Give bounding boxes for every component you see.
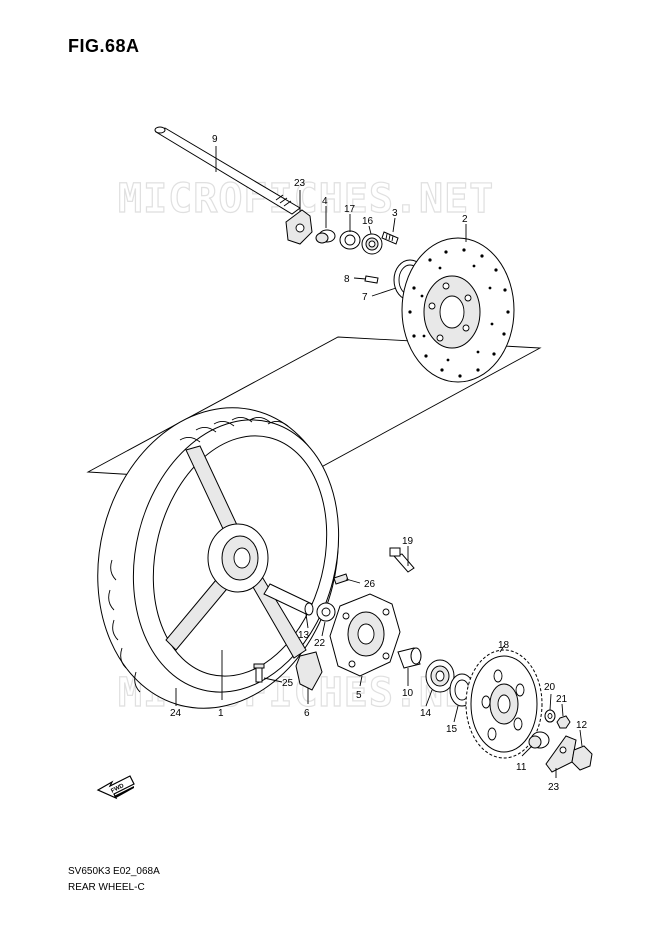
callout-12: 12 bbox=[576, 720, 588, 731]
callout-9: 9 bbox=[212, 134, 218, 145]
callout-20: 20 bbox=[544, 682, 556, 693]
fwd-label: FWD bbox=[110, 783, 125, 795]
brake-disc bbox=[401, 237, 515, 383]
callout-7: 7 bbox=[362, 292, 368, 303]
sprocket-mounting-drum bbox=[329, 593, 401, 677]
axle-nut bbox=[571, 745, 593, 771]
fwd-arrow-icon: FWD bbox=[96, 775, 135, 800]
callout-23-bottom: 23 bbox=[548, 782, 560, 793]
sprocket-bolt bbox=[389, 547, 415, 573]
callout-8: 8 bbox=[344, 274, 350, 285]
chain-adjuster-top bbox=[285, 209, 313, 245]
callout-11: 11 bbox=[516, 762, 527, 773]
bearing bbox=[361, 233, 383, 255]
leader-lines bbox=[175, 146, 583, 778]
callout-24: 24 bbox=[170, 708, 182, 719]
callout-15: 15 bbox=[446, 724, 458, 735]
rear-sprocket bbox=[465, 649, 543, 759]
callout-3: 3 bbox=[392, 208, 398, 219]
damper bbox=[333, 573, 349, 585]
callout-numbers: 9 23 4 17 16 3 2 8 7 19 26 13 22 5 18 10… bbox=[170, 134, 588, 793]
collar bbox=[397, 647, 422, 669]
callout-5: 5 bbox=[356, 690, 362, 701]
callout-2: 2 bbox=[462, 214, 468, 225]
hub-bearing bbox=[316, 602, 336, 622]
callout-21: 21 bbox=[556, 694, 568, 705]
chain-adjuster-bottom bbox=[545, 735, 577, 773]
oil-seal bbox=[339, 230, 361, 250]
figure-title: FIG.68A bbox=[68, 36, 140, 56]
callout-17: 17 bbox=[344, 204, 356, 215]
rear-wheel-tire bbox=[97, 407, 340, 709]
callout-23: 23 bbox=[294, 178, 306, 189]
callout-6: 6 bbox=[304, 708, 310, 719]
drum-bearing bbox=[425, 659, 455, 693]
callout-10: 10 bbox=[402, 688, 414, 699]
disc-bolt bbox=[381, 231, 399, 245]
callout-1: 1 bbox=[218, 708, 224, 719]
callout-25: 25 bbox=[282, 678, 294, 689]
callout-13: 13 bbox=[298, 630, 310, 641]
figure-name: REAR WHEEL-C bbox=[68, 882, 145, 893]
screw bbox=[364, 275, 379, 284]
callout-16: 16 bbox=[362, 216, 374, 227]
callout-19: 19 bbox=[402, 536, 414, 547]
nut-small bbox=[556, 715, 571, 729]
wheel-damper bbox=[295, 651, 323, 691]
washer bbox=[544, 709, 556, 723]
callout-4: 4 bbox=[322, 196, 328, 207]
tire-valve bbox=[253, 663, 265, 683]
spacer bbox=[315, 229, 336, 244]
callout-26: 26 bbox=[364, 579, 376, 590]
callout-18: 18 bbox=[498, 640, 510, 651]
callout-22: 22 bbox=[314, 638, 326, 649]
callout-14: 14 bbox=[420, 708, 432, 719]
axle-spacer bbox=[528, 731, 550, 749]
figure-code: SV650K3 E02_068A bbox=[68, 866, 160, 877]
